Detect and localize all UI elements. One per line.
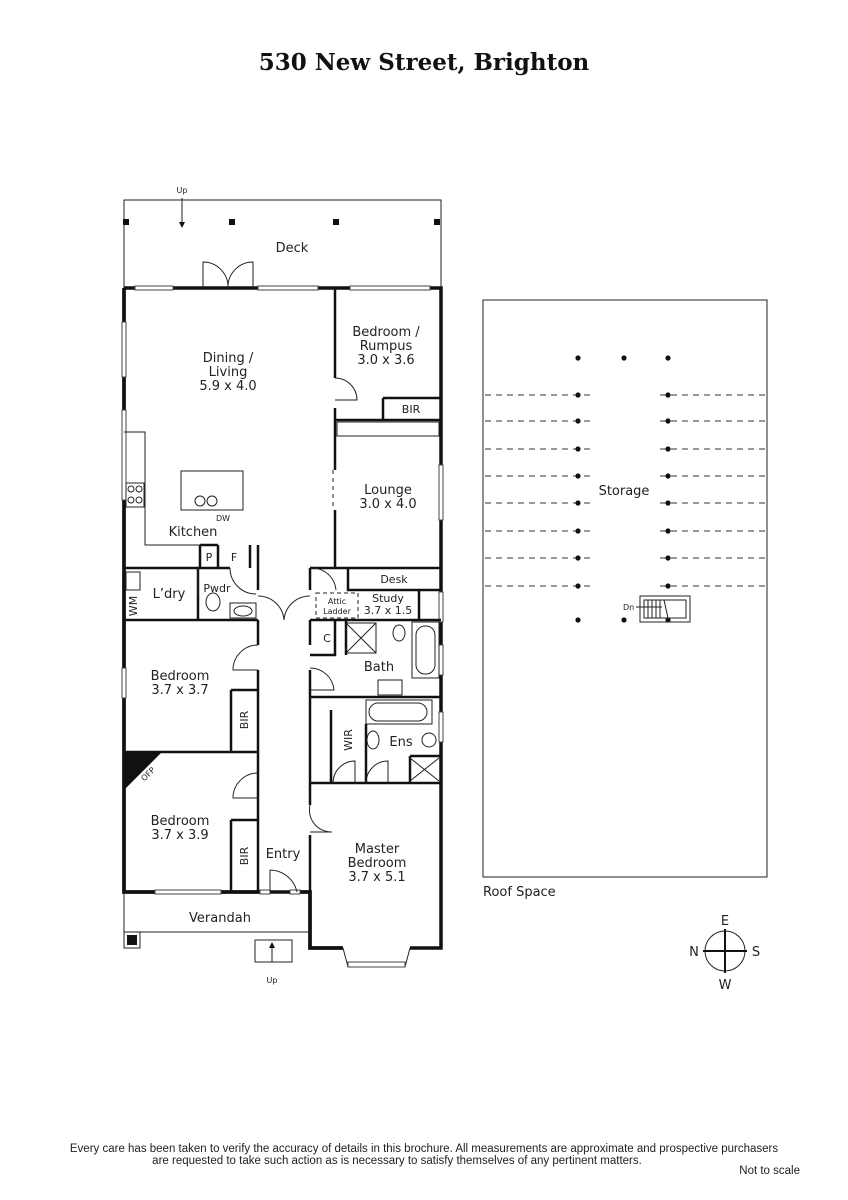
- rumpus-bir-label: BIR: [402, 403, 421, 416]
- deck: Up Deck: [123, 186, 442, 289]
- entry-label: Entry: [266, 847, 301, 862]
- roof-space-label: Roof Space: [483, 885, 556, 900]
- study-label: Study: [372, 592, 404, 605]
- roof-post-dot: [665, 555, 671, 561]
- dishwasher-label: DW: [216, 514, 230, 523]
- room-labels: Dining / Living 5.9 x 4.0 Bedroom / Rump…: [127, 325, 421, 985]
- roof-post-dot: [665, 528, 671, 534]
- roof-post-dot: [575, 528, 581, 534]
- lounge-label: Lounge: [364, 483, 412, 498]
- deck-label: Deck: [276, 241, 309, 256]
- disclaimer-line-1: Every care has been taken to verify the …: [70, 1143, 778, 1155]
- storage-label: Storage: [599, 484, 650, 499]
- attic-ladder-icon: [636, 595, 691, 623]
- roof-post-dot: [665, 500, 671, 506]
- ladder-label: Ladder: [323, 607, 351, 616]
- roof-post-dot: [575, 617, 581, 623]
- roof-post-dot: [575, 500, 581, 506]
- master-label: Master: [355, 842, 400, 857]
- ensuite-label: Ens: [389, 735, 412, 750]
- master-label-2: Bedroom: [348, 856, 407, 871]
- roof-post-dot: [575, 392, 581, 398]
- attic-label: Attic: [328, 597, 346, 606]
- compass: E S W N: [689, 914, 760, 993]
- verandah-label: Verandah: [189, 911, 251, 926]
- page-title: 530 New Street, Brighton: [259, 49, 590, 76]
- roof-post-dot: [665, 392, 671, 398]
- compass-south: S: [752, 945, 760, 960]
- roof-post-dot: [621, 617, 627, 623]
- up-arrow-icon: [269, 942, 275, 948]
- rumpus-label: Bedroom /: [352, 325, 420, 340]
- disclaimer-line-2: are requested to take such action as is …: [152, 1155, 642, 1167]
- roof-post-dot: [665, 473, 671, 479]
- bedroom-2-dimensions: 3.7 x 3.9: [151, 828, 208, 843]
- compass-east: E: [721, 914, 729, 929]
- roof-post-dot: [665, 446, 671, 452]
- scale-note: Not to scale: [739, 1165, 800, 1177]
- fridge-label: F: [231, 551, 237, 564]
- roof-post-dot: [575, 418, 581, 424]
- bedroom-2-bir-label: BIR: [238, 846, 251, 865]
- roof-post-dot: [665, 583, 671, 589]
- up-arrow-icon: [179, 222, 185, 228]
- roof-post-dot: [621, 355, 627, 361]
- down-label: Dn: [623, 603, 634, 612]
- roof-space: Storage Roof Space Dn: [482, 299, 768, 900]
- wir-label: WIR: [342, 729, 355, 751]
- study-dimensions: 3.7 x 1.5: [364, 604, 413, 617]
- rumpus-label-2: Rumpus: [360, 339, 413, 354]
- bath-label: Bath: [364, 660, 394, 675]
- house-walls: [121, 261, 444, 968]
- roof-post-dot: [575, 555, 581, 561]
- bedroom-1-dimensions: 3.7 x 3.7: [151, 683, 208, 698]
- powder-label: Pwdr: [203, 582, 231, 595]
- roof-post-dot: [665, 418, 671, 424]
- roof-post-dot: [665, 617, 671, 623]
- compass-west: W: [719, 978, 732, 993]
- lounge-dimensions: 3.0 x 4.0: [359, 497, 416, 512]
- dining-label: Dining /: [203, 351, 254, 366]
- cupboard-label: C: [323, 632, 331, 645]
- verandah-up-label: Up: [267, 976, 278, 985]
- roof-post-dot: [575, 355, 581, 361]
- compass-north: N: [689, 945, 699, 960]
- living-label: Living: [209, 365, 248, 380]
- rumpus-dimensions: 3.0 x 3.6: [357, 353, 414, 368]
- washing-machine-label: WM: [127, 596, 140, 616]
- roof-post-dot: [575, 473, 581, 479]
- interior-walls: [123, 288, 441, 963]
- pantry-label: P: [206, 551, 213, 564]
- deck-up-label: Up: [177, 186, 188, 195]
- desk-label: Desk: [380, 573, 408, 586]
- roof-post-dot: [665, 355, 671, 361]
- roof-post-dot: [575, 446, 581, 452]
- toilet-icon: [205, 592, 221, 612]
- dining-dimensions: 5.9 x 4.0: [199, 379, 256, 394]
- master-dimensions: 3.7 x 5.1: [348, 870, 405, 885]
- laundry-label: L’dry: [153, 587, 186, 602]
- kitchen-label: Kitchen: [169, 525, 218, 540]
- bedroom-1-bir-label: BIR: [238, 710, 251, 729]
- bedroom-1-label: Bedroom: [151, 669, 210, 684]
- bedroom-2-label: Bedroom: [151, 814, 210, 829]
- roof-post-dot: [575, 583, 581, 589]
- cooktop-icon: [125, 482, 145, 508]
